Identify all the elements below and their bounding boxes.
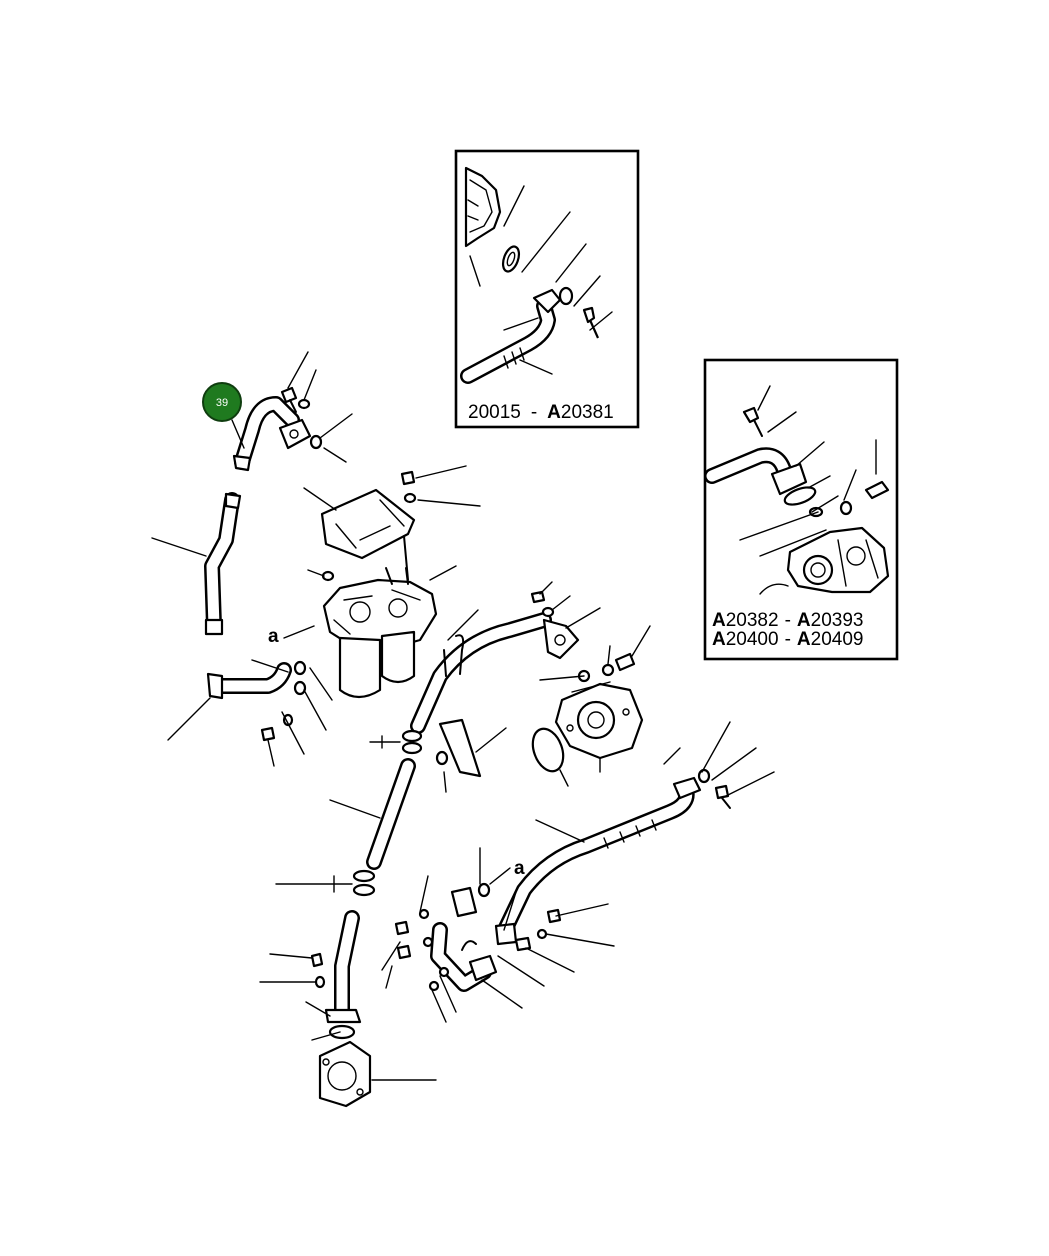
inset-right-frame [703, 358, 899, 661]
pipe-part-39[interactable] [232, 396, 312, 472]
inset-top-range: 20015-A20381 [468, 402, 614, 423]
inset-detail-right: A20382-A20393 A20400-A20409 [703, 358, 899, 661]
callout-39-label: 39 [216, 397, 228, 409]
mounting-bracket [303, 465, 481, 581]
hose-middle [275, 758, 416, 897]
inset-top-washer [558, 286, 574, 306]
water-pump-gasket [531, 727, 565, 773]
inset-right-gasket [783, 486, 817, 506]
fuel-filter-assembly[interactable] [307, 565, 457, 699]
water-pump[interactable] [527, 625, 651, 787]
connection-mark-a-1: a [268, 626, 279, 647]
inset-top-housing [464, 166, 502, 248]
inset-right-range-1: A20382-A20393 [712, 610, 863, 631]
callout-39-marker[interactable] [202, 382, 242, 422]
bolt-set-lower-right [514, 903, 615, 973]
connection-mark-a-2: a [514, 858, 525, 879]
inset-right-bolt-2 [864, 480, 890, 500]
pipe-middle-long [410, 581, 601, 734]
leader-a-1 [283, 625, 315, 639]
inset-right-bolt-1 [742, 406, 760, 424]
callout-39[interactable]: 39 [202, 382, 242, 422]
pipe-lower-vertical [259, 910, 362, 1041]
leader-a-2 [489, 867, 511, 885]
inset-top-gasket [501, 245, 521, 273]
pipe-lower-middle-elbow [381, 847, 545, 1023]
pipe-lower-left-elbow [167, 659, 333, 767]
pipe-right-long [494, 721, 775, 946]
thermostat-housing[interactable] [318, 1040, 437, 1108]
clamp-bracket [369, 718, 507, 793]
bolt-set-upper-left [231, 351, 353, 463]
hose-left-vertical [151, 492, 242, 636]
inset-right-flange [770, 462, 808, 496]
inset-right-range-2: A20400-A20409 [712, 629, 863, 650]
inset-top-bolt [582, 306, 600, 339]
inset-detail-top: 20015-A20381 [454, 149, 640, 429]
